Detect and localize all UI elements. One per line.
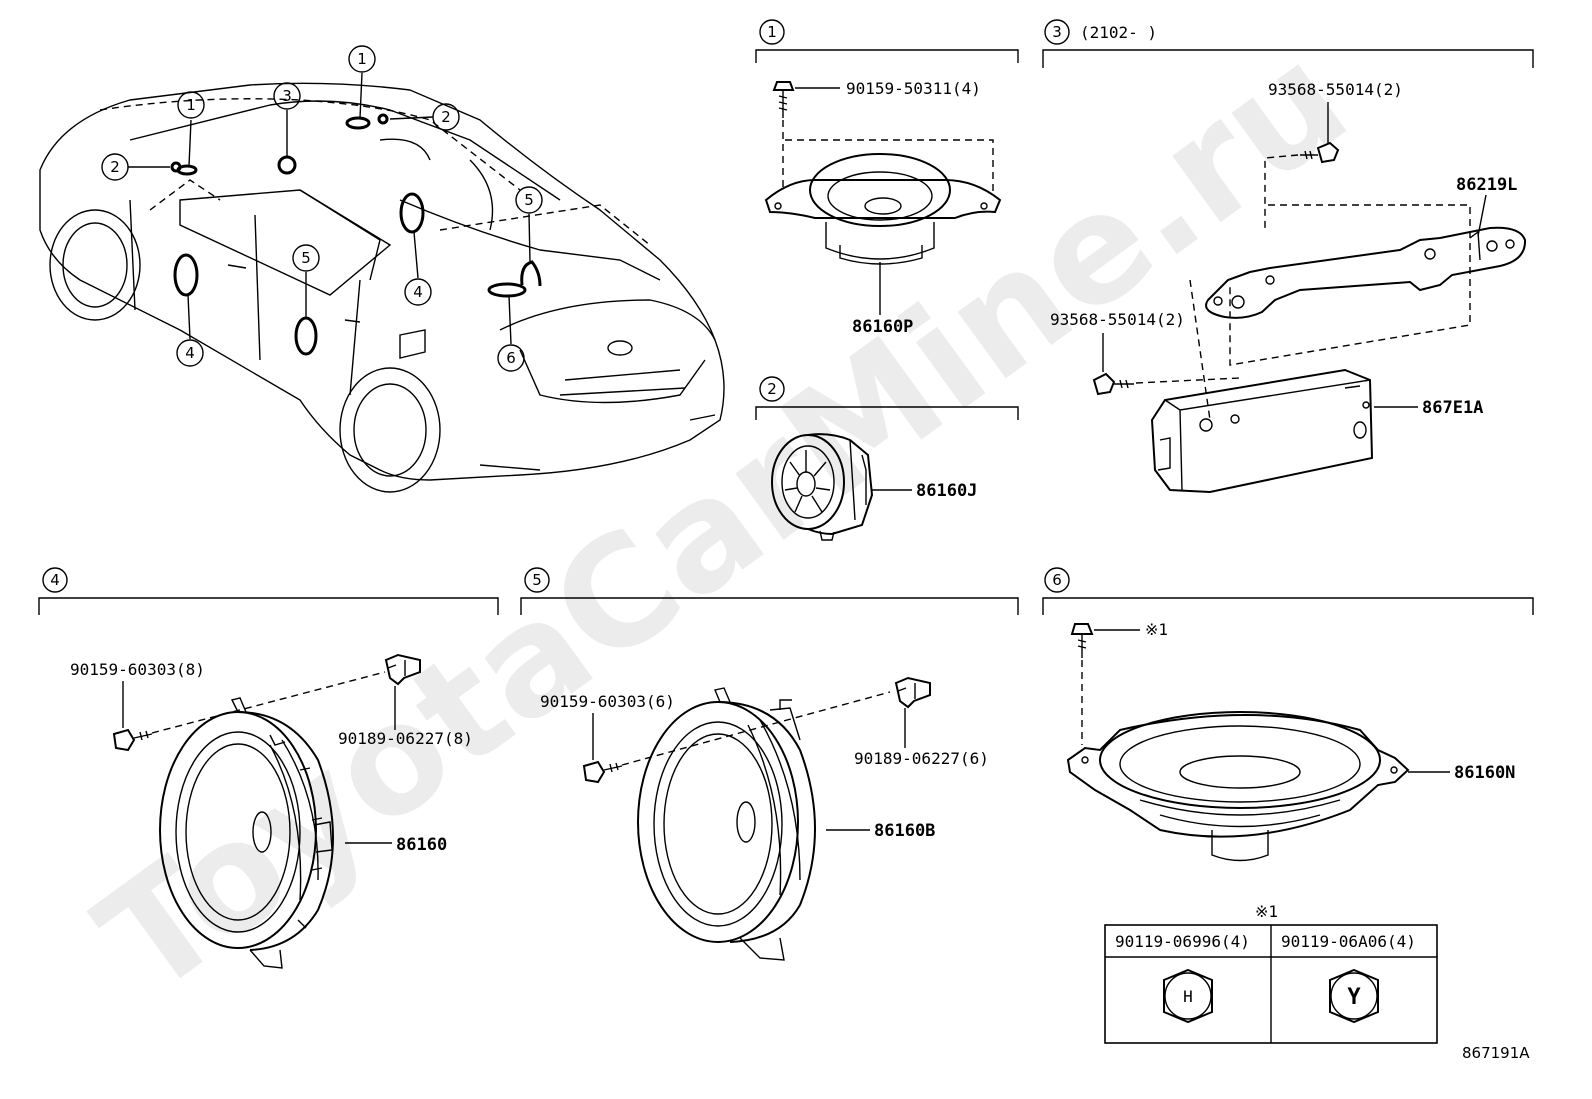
part-number-867E1A: 867E1A <box>1422 398 1483 418</box>
section-bracket <box>38 597 499 615</box>
mark-y-label: Y <box>1347 985 1361 1010</box>
section-number: 4 <box>50 571 60 589</box>
screw-side-part-number: 93568-55014(2) <box>1050 310 1185 329</box>
screw-top-part-number: 93568-55014(2) <box>1268 80 1403 99</box>
mark-h-label: H <box>1183 987 1193 1006</box>
callout-label: 1 <box>357 50 367 68</box>
bolt-icon <box>582 760 623 784</box>
bracket-86219L-drawing <box>1205 226 1527 319</box>
callout-label: 6 <box>506 349 516 367</box>
car-callouts: 1 1 2 2 3 4 4 5 5 6 <box>101 45 543 372</box>
diagram-code: 867191A <box>1462 1044 1530 1062</box>
bolt-part-number: 90159-60303(8) <box>70 660 205 679</box>
screw-icon <box>1300 141 1340 164</box>
section-bracket <box>1042 49 1534 68</box>
production-date-note: (2102- ) <box>1080 23 1157 42</box>
callout-label: 4 <box>413 283 423 301</box>
section-bracket <box>755 406 1019 420</box>
callout-circle <box>101 153 129 181</box>
car-illustration <box>39 82 725 493</box>
part-number-86160B: 86160B <box>874 821 935 841</box>
section-4: 4 90159-60303(8) 90189-06227(8) 86160 <box>38 567 499 969</box>
speaker-86160P-drawing <box>764 153 1002 265</box>
assembly-guide <box>1229 154 1471 366</box>
clip-part-number: 90189-06227(8) <box>338 729 473 748</box>
tweeter-86160J-drawing <box>771 433 874 541</box>
car-leader-lines <box>128 72 531 345</box>
car-speaker-markers <box>170 113 542 356</box>
section-1: 1 90159-50311(4) 86160P <box>755 19 1019 337</box>
section-2: 2 86160J <box>755 376 1019 541</box>
callout-circle <box>177 91 205 119</box>
clip-part-number: 90189-06227(6) <box>854 749 989 768</box>
leader-line <box>1477 194 1487 237</box>
callout-label: 4 <box>185 344 195 362</box>
callout-label: 3 <box>282 87 292 105</box>
table-title: ※1 <box>1255 902 1278 921</box>
section-bracket <box>1042 597 1534 615</box>
callout-label: 2 <box>441 108 451 126</box>
part-number-86160N: 86160N <box>1454 763 1515 783</box>
bolt-icon <box>112 728 153 752</box>
hex-bolt-head-y-icon <box>1329 968 1379 1024</box>
part-number-86160J: 86160J <box>916 481 977 501</box>
assembly-guide <box>1135 279 1241 421</box>
fastener-reference-table: ※1 90119-06996(4) 90119-06A06(4) Y H Y <box>1104 902 1438 1044</box>
table-header-a: 90119-06996(4) <box>1115 932 1250 951</box>
part-number-86160P: 86160P <box>852 317 913 337</box>
bolt-part-number: 90159-50311(4) <box>846 79 981 98</box>
bolt-part-number: 90159-60303(6) <box>540 692 675 711</box>
assembly-guide <box>621 691 891 766</box>
hex-bolt-head-h-icon <box>1163 968 1213 1024</box>
section-number: 3 <box>1052 23 1062 41</box>
screw-icon <box>1092 372 1134 396</box>
section-3: 3 (2102- ) 93568-55014(2) 86219L 93568-5… <box>1042 19 1534 494</box>
clip-icon <box>894 676 931 709</box>
speaker-86160N-drawing <box>1066 711 1410 862</box>
bolt-icon <box>772 81 795 118</box>
assembly-guide <box>151 671 386 734</box>
callout-label: 2 <box>110 158 120 176</box>
speaker-86160-drawing <box>159 697 334 969</box>
section-6: 6 ※1 86160N ※1 90119-06996(4) 90119-0 <box>1042 567 1534 1044</box>
section-number-circle <box>42 567 68 593</box>
section-number: 5 <box>532 571 542 589</box>
section-bracket <box>520 597 1019 615</box>
section-number: 2 <box>767 380 777 398</box>
assembly-guide <box>782 120 994 195</box>
speaker-86160B-drawing <box>637 687 816 961</box>
callout-circle <box>497 344 525 372</box>
section-bracket <box>755 49 1019 63</box>
table-header-b: 90119-06A06(4) <box>1281 932 1416 951</box>
callout-label: 1 <box>186 96 196 114</box>
section-number-circle <box>524 567 550 593</box>
amplifier-867E1A-drawing <box>1150 368 1374 494</box>
section-number-circle <box>1044 567 1070 593</box>
section-number-circle <box>1044 19 1070 45</box>
callout-circle <box>292 244 320 272</box>
section-5: 5 90159-60303(6) 90189-06227(6) 86160B <box>520 567 1019 961</box>
callout-circle <box>404 278 432 306</box>
callout-circle <box>273 82 301 110</box>
section-number-circle <box>759 19 785 45</box>
section-number: 1 <box>767 23 777 41</box>
callout-circle <box>432 103 460 131</box>
section-number: 6 <box>1052 571 1062 589</box>
callout-circle <box>176 339 204 367</box>
bolt-icon <box>1070 623 1094 658</box>
clip-icon <box>384 653 421 686</box>
watermark: ToyotaCarMine.ru <box>69 12 1378 1029</box>
part-number-86160: 86160 <box>396 835 447 855</box>
section-number-circle <box>759 376 785 402</box>
callout-label: 5 <box>301 249 311 267</box>
table-grid <box>1105 925 1437 1043</box>
callout-circle <box>515 186 543 214</box>
callout-label: 5 <box>524 191 534 209</box>
part-number-86219L: 86219L <box>1456 175 1517 195</box>
bolt-reference-mark: ※1 <box>1145 620 1168 639</box>
callout-circle <box>348 45 376 73</box>
